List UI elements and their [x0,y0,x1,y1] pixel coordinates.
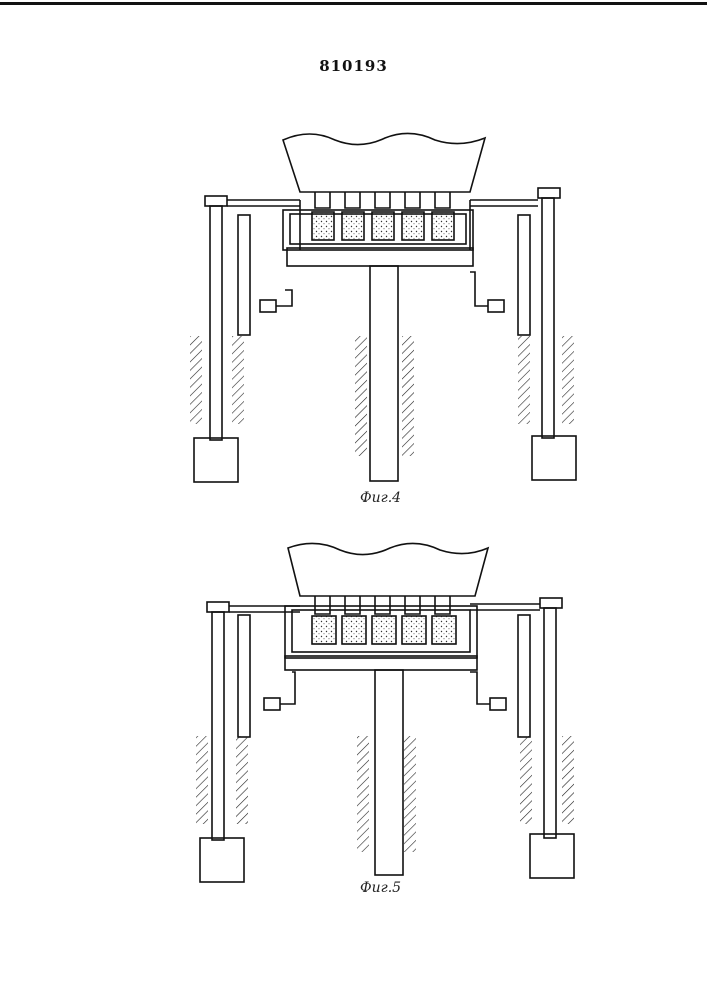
right-inner-rod [518,615,530,737]
right-guide-rod [542,198,554,438]
punch-group [315,596,450,614]
upper-mould [283,133,485,192]
right-guide-rod [544,608,556,838]
left-guide-rod [210,206,222,440]
ground-hatching [190,336,574,456]
right-inner-rod [518,215,530,335]
figure-4-drawing [190,133,576,482]
punch-group [315,192,450,208]
figure-5-drawing [196,543,574,882]
central-column [370,266,398,481]
central-column [375,670,403,875]
right-counterweight [532,436,576,480]
product-row [312,616,456,644]
ground-hatching [196,736,574,852]
figure-4-caption: Фиг.4 [360,490,401,506]
right-counterweight [530,834,574,878]
left-inner-rod [238,615,250,737]
left-inner-rod [238,215,250,335]
left-counterweight [194,438,238,482]
figure-5-caption: Фиг.5 [360,880,401,896]
left-counterweight [200,838,244,882]
product-row [312,212,454,240]
left-guide-rod [212,612,224,840]
upper-mould [288,543,488,596]
